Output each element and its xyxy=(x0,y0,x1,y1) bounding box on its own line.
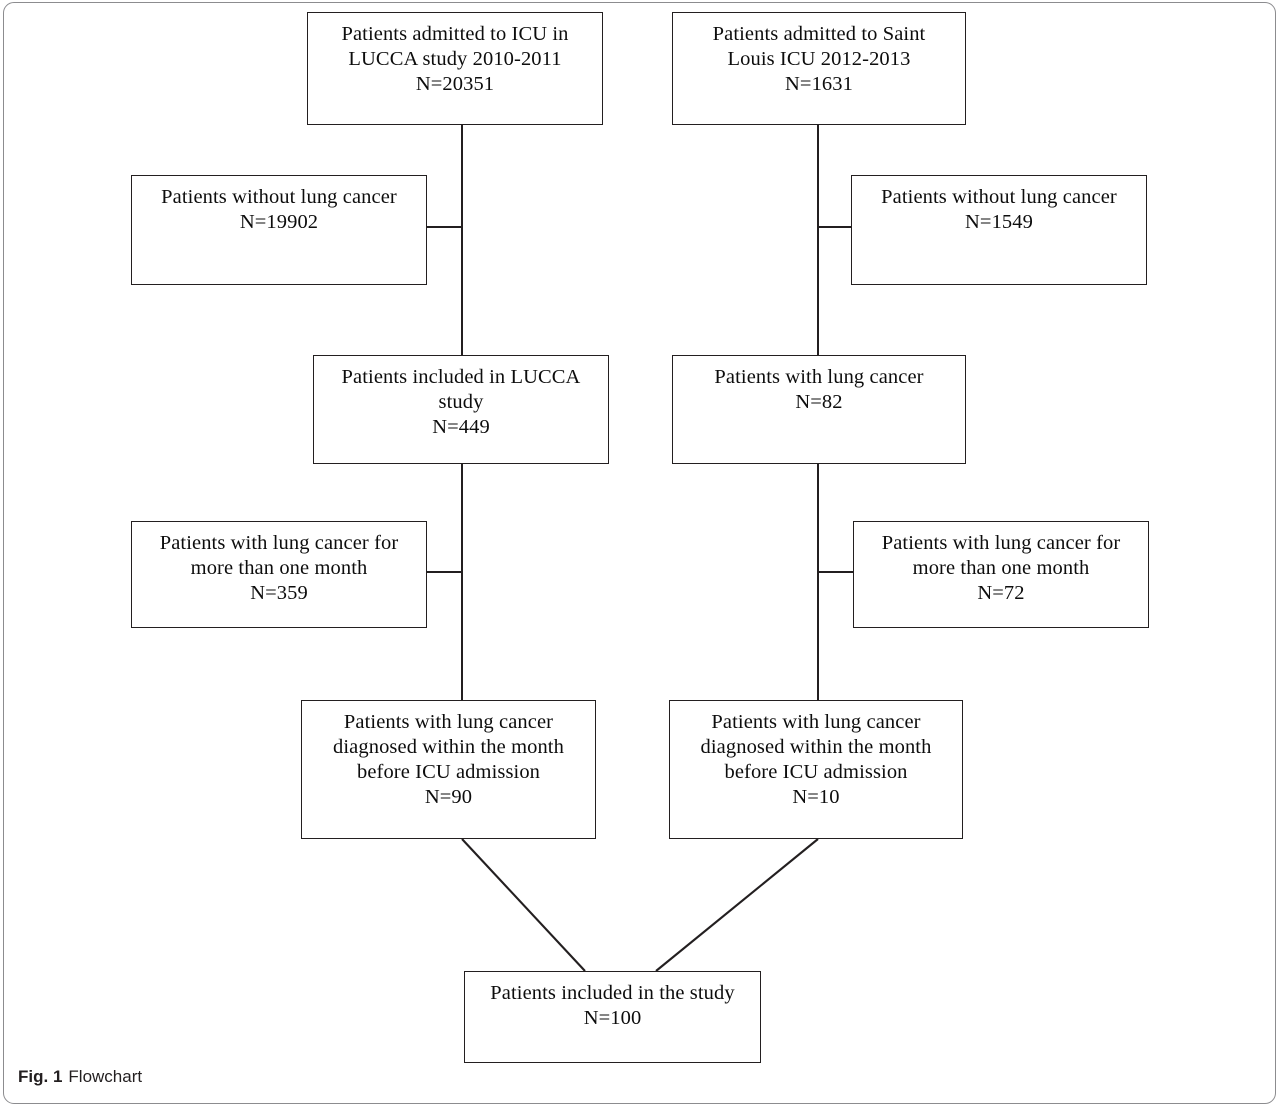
node-line: N=449 xyxy=(432,416,490,438)
node-line: N=82 xyxy=(795,391,843,413)
node-lucca-recent-diagnosis: Patients with lung cancer diagnosed with… xyxy=(301,700,596,839)
node-line: Patients included in the study xyxy=(490,982,735,1004)
node-line: Patients admitted to Saint xyxy=(712,23,926,45)
node-line: before ICU admission xyxy=(724,761,908,783)
node-line: N=72 xyxy=(977,582,1025,604)
node-line: more than one month xyxy=(912,557,1090,579)
node-saintlouis-excluded-no-lung-cancer: Patients without lung cancer N=1549 xyxy=(851,175,1147,285)
node-line: Louis ICU 2012-2013 xyxy=(727,48,911,70)
node-line: N=1631 xyxy=(785,73,853,95)
node-line: diagnosed within the month xyxy=(700,736,932,758)
node-line: Patients with lung cancer xyxy=(714,366,924,388)
node-line: N=100 xyxy=(583,1007,642,1029)
node-line: Patients with lung cancer for xyxy=(881,532,1121,554)
node-line: Patients included in LUCCA xyxy=(341,366,581,388)
node-line: Patients with lung cancer xyxy=(711,711,921,733)
node-saintlouis-recent-diagnosis: Patients with lung cancer diagnosed with… xyxy=(669,700,963,839)
figure-caption-text: Flowchart xyxy=(68,1067,143,1086)
connector-saintlouis-recent-to-final xyxy=(655,838,819,972)
node-line: Patients without lung cancer xyxy=(881,186,1117,208)
node-line: before ICU admission xyxy=(356,761,541,783)
node-line: more than one month xyxy=(190,557,368,579)
node-saintlouis-admitted: Patients admitted to Saint Louis ICU 201… xyxy=(672,12,966,125)
node-line: LUCCA study 2010-2011 xyxy=(348,48,562,70)
node-line: Patients without lung cancer xyxy=(161,186,397,208)
node-lucca-included: Patients included in LUCCA study N=449 xyxy=(313,355,609,464)
node-line: Patients with lung cancer for xyxy=(159,532,399,554)
connector-lucca-recent-to-final xyxy=(461,838,586,972)
node-line: N=359 xyxy=(250,582,308,604)
node-line: Patients admitted to ICU in xyxy=(341,23,569,45)
node-line: N=10 xyxy=(792,786,840,808)
node-line: N=1549 xyxy=(965,211,1033,233)
node-final-included: Patients included in the study N=100 xyxy=(464,971,761,1063)
node-lucca-excluded-no-lung-cancer: Patients without lung cancer N=19902 xyxy=(131,175,427,285)
node-line: study xyxy=(438,391,484,413)
node-line: Patients with lung cancer xyxy=(343,711,554,733)
node-line: N=19902 xyxy=(239,211,319,233)
node-lucca-admitted: Patients admitted to ICU in LUCCA study … xyxy=(307,12,603,125)
figure-label: Fig. 1 xyxy=(18,1067,63,1086)
node-lucca-excluded-over-one-month: Patients with lung cancer for more than … xyxy=(131,521,427,628)
node-line: N=90 xyxy=(424,786,473,808)
node-line: diagnosed within the month xyxy=(333,736,564,758)
node-saintlouis-with-lung-cancer: Patients with lung cancer N=82 xyxy=(672,355,966,464)
figure-caption: Fig. 1 Flowchart xyxy=(18,1067,142,1087)
node-saintlouis-excluded-over-one-month: Patients with lung cancer for more than … xyxy=(853,521,1149,628)
node-line: N=20351 xyxy=(415,73,495,95)
